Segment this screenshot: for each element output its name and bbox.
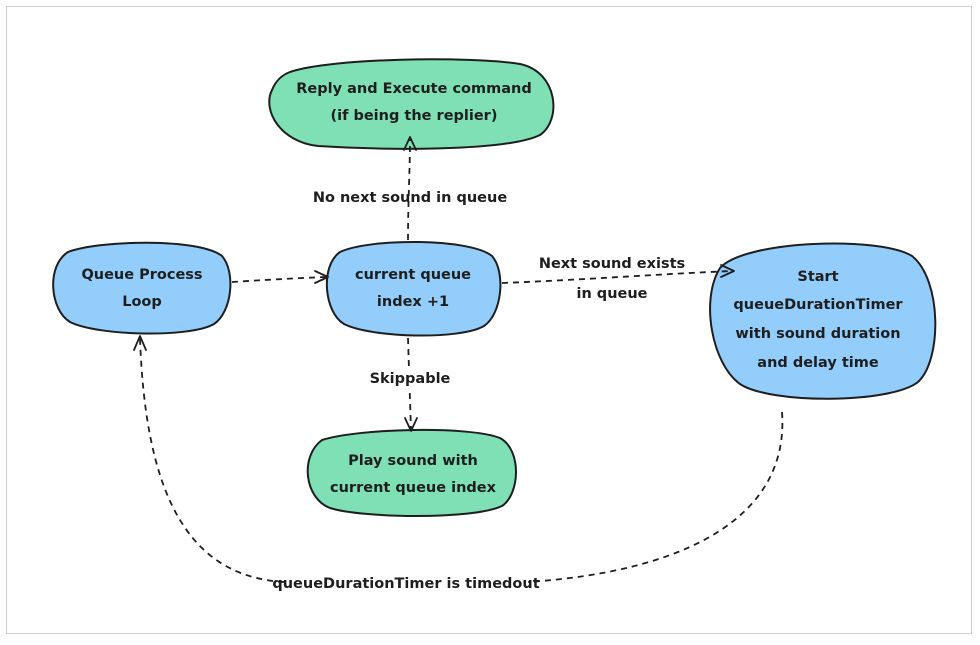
edge-timer-to-loop-line-left <box>139 337 285 583</box>
edge-loop-to-index-arrowhead <box>314 270 329 284</box>
node-queue-process-loop-shape <box>52 241 232 335</box>
edge-label-timer-timedout: queueDurationTimer is timedout <box>272 576 539 592</box>
edge-timer-to-loop-arrowhead <box>133 335 147 351</box>
node-reply-execute-line2: (if being the replier) <box>331 108 498 124</box>
node-reply-execute-line1: Reply and Execute command <box>296 81 531 97</box>
node-start-timer-line3: with sound duration <box>735 326 900 342</box>
edge-index-to-reply <box>403 136 417 241</box>
edge-timer-to-loop-line <box>527 411 784 583</box>
node-start-timer-shape <box>709 242 937 400</box>
node-start-timer-line1: Start <box>797 269 838 285</box>
edge-loop-to-index-line <box>231 276 327 283</box>
node-start-timer[interactable]: Start queueDurationTimer with sound dura… <box>709 242 937 400</box>
edge-label-next-sound-exists-2: in queue <box>576 286 647 302</box>
edge-index-to-play-arrowhead <box>404 417 418 432</box>
edge-timer-to-loop <box>133 335 784 583</box>
node-current-queue-index-line2: index +1 <box>377 294 449 310</box>
node-reply-execute[interactable]: Reply and Execute command (if being the … <box>268 58 555 150</box>
node-play-sound-line2: current queue index <box>330 480 497 496</box>
edge-index-to-reply-line <box>407 137 411 241</box>
node-start-timer-line2: queueDurationTimer <box>733 297 903 313</box>
node-queue-process-loop-line1: Queue Process <box>81 267 202 283</box>
edge-label-skippable-bg <box>362 366 458 388</box>
edge-index-to-reply-arrowhead <box>403 136 417 151</box>
edge-loop-to-index <box>231 270 329 284</box>
node-play-sound-shape <box>306 428 517 517</box>
edge-label-skippable: Skippable <box>370 371 451 387</box>
node-current-queue-index-shape <box>326 240 502 337</box>
node-play-sound-line1: Play sound with <box>348 453 478 469</box>
node-current-queue-index[interactable]: current queue index +1 <box>326 240 502 337</box>
edge-index-to-timer-arrowhead <box>720 264 735 278</box>
edge-label-no-next-sound: No next sound in queue <box>313 190 507 206</box>
edge-index-to-timer <box>501 264 735 284</box>
edge-label-next-sound-exists-1: Next sound exists <box>539 256 685 272</box>
node-queue-process-loop-line2: Loop <box>122 294 162 310</box>
node-queue-process-loop[interactable]: Queue Process Loop <box>52 241 232 335</box>
node-current-queue-index-line1: current queue <box>355 267 471 283</box>
node-reply-execute-shape <box>268 58 555 150</box>
node-play-sound[interactable]: Play sound with current queue index <box>306 428 517 517</box>
node-start-timer-line4: and delay time <box>757 355 879 371</box>
edge-index-to-timer-line <box>501 270 733 284</box>
